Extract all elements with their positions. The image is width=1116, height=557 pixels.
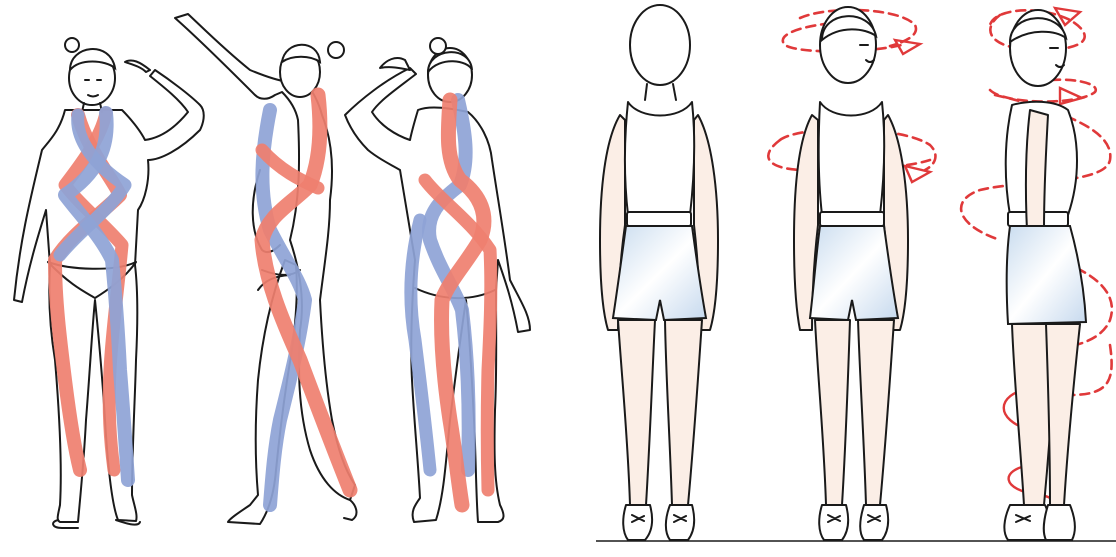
figure-side-spiral — [961, 8, 1112, 540]
figure-back-arm-raised — [345, 38, 530, 522]
figure-back-head-turned — [768, 7, 935, 540]
figure-front-arm-raised — [14, 38, 204, 528]
right-panel — [596, 5, 1116, 541]
figure-back-standing — [600, 5, 718, 540]
figure-side-reaching — [175, 14, 356, 524]
left-panel — [14, 14, 530, 528]
